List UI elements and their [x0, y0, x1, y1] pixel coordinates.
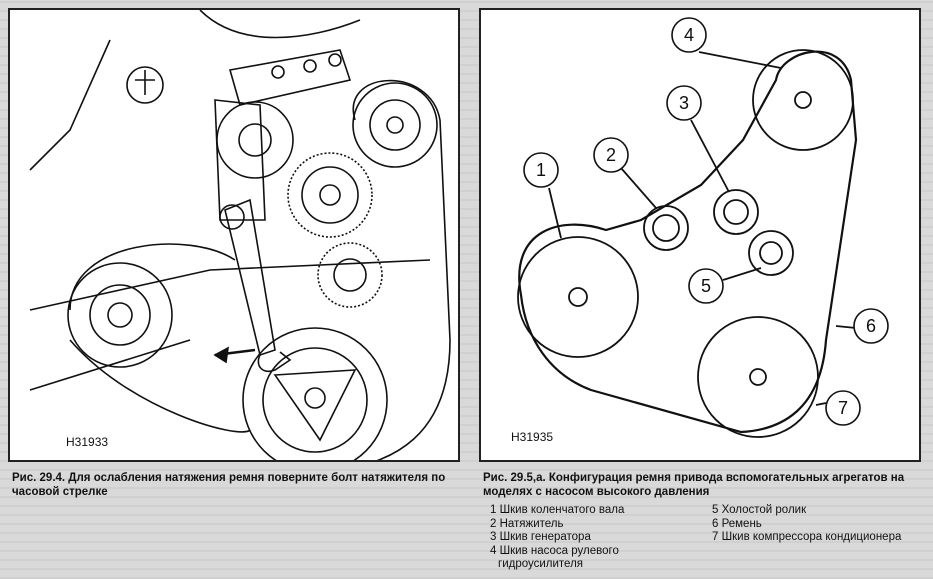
legend-item: 1 Шкив коленчатого вала	[490, 504, 625, 516]
right-figure-panel: 1 2 3 4 5 6 7 H31935	[479, 8, 921, 462]
callout-5-label: 5	[701, 276, 711, 296]
left-figure-code: H31933	[66, 435, 109, 449]
legend-item: 3 Шкив генератора	[490, 531, 591, 543]
belt-line	[518, 50, 858, 434]
legend-item: 6 Ремень	[712, 517, 762, 530]
right-figure-caption: Рис. 29.5,а. Конфигурация ремня привода …	[483, 472, 905, 498]
callout-6-label: 6	[866, 316, 876, 336]
pulley-2-tensioner	[643, 205, 689, 251]
legend-item-continued: гидроусилителя	[498, 558, 584, 570]
callout-2-label: 2	[606, 145, 616, 165]
legend-item: 7 Шкив компрессора кондиционера	[712, 531, 902, 543]
legend-item: 5 Холостой ролик	[712, 504, 807, 516]
callout-2-circle	[593, 137, 629, 173]
pulley-1-crankshaft	[517, 236, 639, 358]
legend-column-1: 1 Шкив коленчатого вала 2 Натяжитель 3 Ш…	[490, 504, 690, 572]
legend-column-2: 5 Холостой ролик 6 Ремень 7 Шкив компрес…	[712, 504, 927, 545]
legend-item: 2 Натяжитель	[490, 517, 564, 530]
callout-1-label: 1	[536, 160, 546, 180]
right-figure-code: H31935	[511, 430, 554, 444]
pulley-5-idler	[748, 230, 794, 276]
callout-6-circle	[853, 308, 889, 344]
pulley-7-compressor	[697, 316, 819, 438]
pulley-4-power-steering	[752, 49, 854, 151]
callout-5-circle	[688, 268, 724, 304]
left-figure-panel: H31933	[8, 8, 460, 462]
callout-1-circle	[523, 152, 559, 188]
pulley-3-alternator	[713, 189, 759, 235]
callout-3-label: 3	[679, 93, 689, 113]
engine-belt-drawing	[29, 10, 451, 460]
callout-4-circle	[671, 17, 707, 53]
legend-item: 4 Шкив насоса рулевого	[490, 544, 619, 557]
callout-3-circle	[666, 85, 702, 121]
belt-configuration-diagram: 1 2 3 4 5 6 7	[517, 17, 889, 438]
callout-7-label: 7	[838, 398, 848, 418]
callout-4-label: 4	[684, 25, 694, 45]
callout-7-circle	[825, 390, 861, 426]
left-figure-caption: Рис. 29.4. Для ослабления натяжения ремн…	[12, 472, 446, 498]
